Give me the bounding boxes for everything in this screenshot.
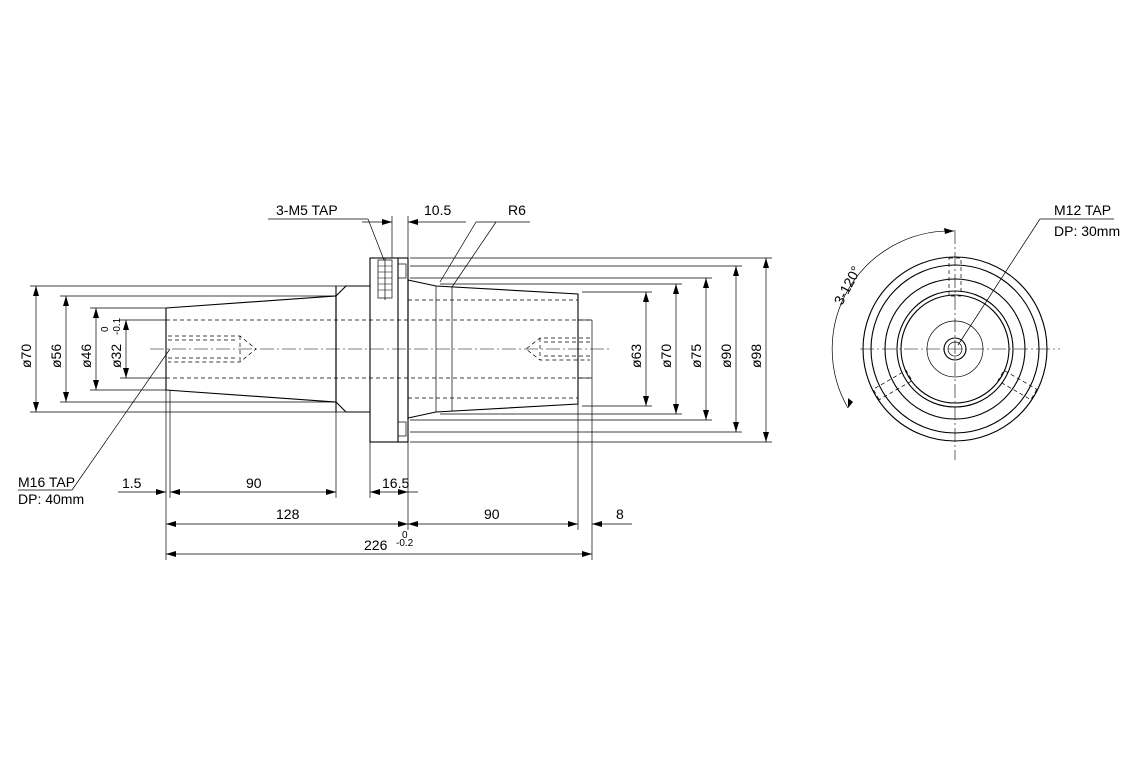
dim-d46: ø46 xyxy=(78,344,94,368)
dim-length-90-left: 90 xyxy=(246,475,262,491)
third-circle xyxy=(884,278,1026,420)
dim-d98: ø98 xyxy=(748,344,764,368)
right-diameter-dims xyxy=(410,257,772,443)
callout-r6: R6 xyxy=(508,202,526,218)
dim-length-90-right: 90 xyxy=(484,506,500,522)
dim-d32-tol-up: 0 xyxy=(100,326,111,332)
outer-circle xyxy=(862,256,1048,442)
callout-m16-tap: M16 TAP xyxy=(18,474,75,490)
m5-tap-section xyxy=(377,258,393,300)
callout-m16-depth: DP: 40mm xyxy=(18,491,84,507)
dim-d90: ø90 xyxy=(718,344,734,368)
angle-arc xyxy=(831,230,955,409)
dim-length-8: 8 xyxy=(616,506,624,522)
dim-length-1-5: 1.5 xyxy=(122,475,142,491)
callout-3-m5-tap: 3-M5 TAP xyxy=(276,202,338,218)
flange-slot-top xyxy=(397,263,407,279)
dim-d70-left: ø70 xyxy=(18,344,34,368)
side-view: 3-120° M12 TAP DP: 30mm xyxy=(831,202,1120,460)
chamfer xyxy=(335,285,347,413)
front-view: ø70 ø56 ø46 ø32 0 -0.1 xyxy=(18,202,772,560)
dim-d70-right: ø70 xyxy=(658,344,674,368)
dim-d75: ø75 xyxy=(688,344,704,368)
top-callout-lines xyxy=(268,216,530,288)
callout-10-5: 10.5 xyxy=(424,202,451,218)
dim-length-16-5: 16.5 xyxy=(382,475,409,491)
bore-circle xyxy=(926,320,984,378)
callout-m12-depth: DP: 30mm xyxy=(1054,223,1120,239)
fourth-circle xyxy=(896,290,1014,408)
dim-length-128: 128 xyxy=(276,506,300,522)
length-dims xyxy=(118,378,632,560)
m16-hidden-tap xyxy=(168,335,257,363)
dim-length-226: 226 xyxy=(364,537,388,553)
m12-circle xyxy=(943,337,967,361)
right-taper-outline xyxy=(407,278,579,420)
m12-hidden-tap xyxy=(525,337,590,361)
dim-d32-tol-low: -0.1 xyxy=(112,317,123,335)
flange-slot-bottom xyxy=(397,421,407,437)
second-circle xyxy=(870,264,1040,434)
dim-226-tol-up: 0 xyxy=(402,530,408,541)
callout-m12-tap: M12 TAP xyxy=(1054,202,1111,218)
dim-d56: ø56 xyxy=(48,344,64,368)
dim-d32: ø32 xyxy=(108,344,124,368)
m16-callout-leader xyxy=(18,348,171,491)
left-diameter-dims xyxy=(30,285,346,413)
radial-holes xyxy=(872,257,1038,401)
flange xyxy=(369,257,409,443)
angle-label: 3-120° xyxy=(831,263,865,307)
dim-d63: ø63 xyxy=(628,344,644,368)
dim-226-tol-low: -0.2 xyxy=(396,538,414,549)
m12-callout-leader xyxy=(957,218,1114,346)
fifth-circle xyxy=(900,294,1010,404)
m12-inner-circle xyxy=(947,341,963,357)
